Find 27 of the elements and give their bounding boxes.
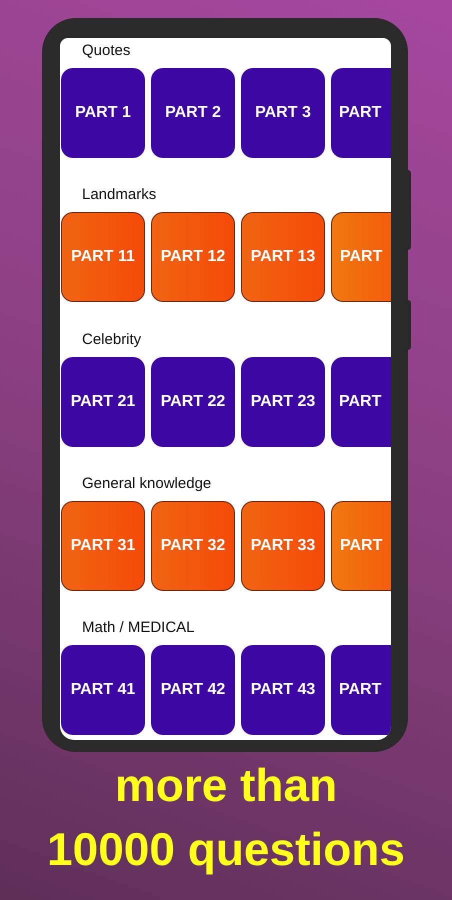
part-tile: PART 23 [241,357,325,447]
part-tile: PART 11 [61,212,145,302]
promo-text: more than [114,758,338,812]
part-tile: PART 21 [61,357,145,447]
section-heading: General knowledge [82,475,212,492]
part-tile: PART 12 [151,212,235,302]
part-tile: PART 33 [241,501,325,591]
part-tile: PART 3 [241,68,325,158]
part-tile: PART 42 [151,645,235,735]
part-tile: PART [331,357,391,447]
part-tile: PART [331,501,391,591]
part-tile: PART [331,212,391,302]
part-tile: PART 31 [61,501,145,591]
part-tile: PART 13 [241,212,325,302]
part-tile: PART 41 [61,645,145,735]
promo-text: 10000 questions [46,822,406,876]
part-tile: PART 32 [151,501,235,591]
section-heading: Celebrity [82,331,142,348]
section-heading: Quotes [82,42,130,59]
part-tile: PART [331,68,391,158]
section-heading: Landmarks [82,186,156,203]
part-tile: PART 22 [151,357,235,447]
part-tile: PART [331,645,391,735]
part-tile: PART 43 [241,645,325,735]
section-heading: Math / MEDICAL [82,619,195,636]
part-tile: PART 1 [61,68,145,158]
part-tile: PART 2 [151,68,235,158]
